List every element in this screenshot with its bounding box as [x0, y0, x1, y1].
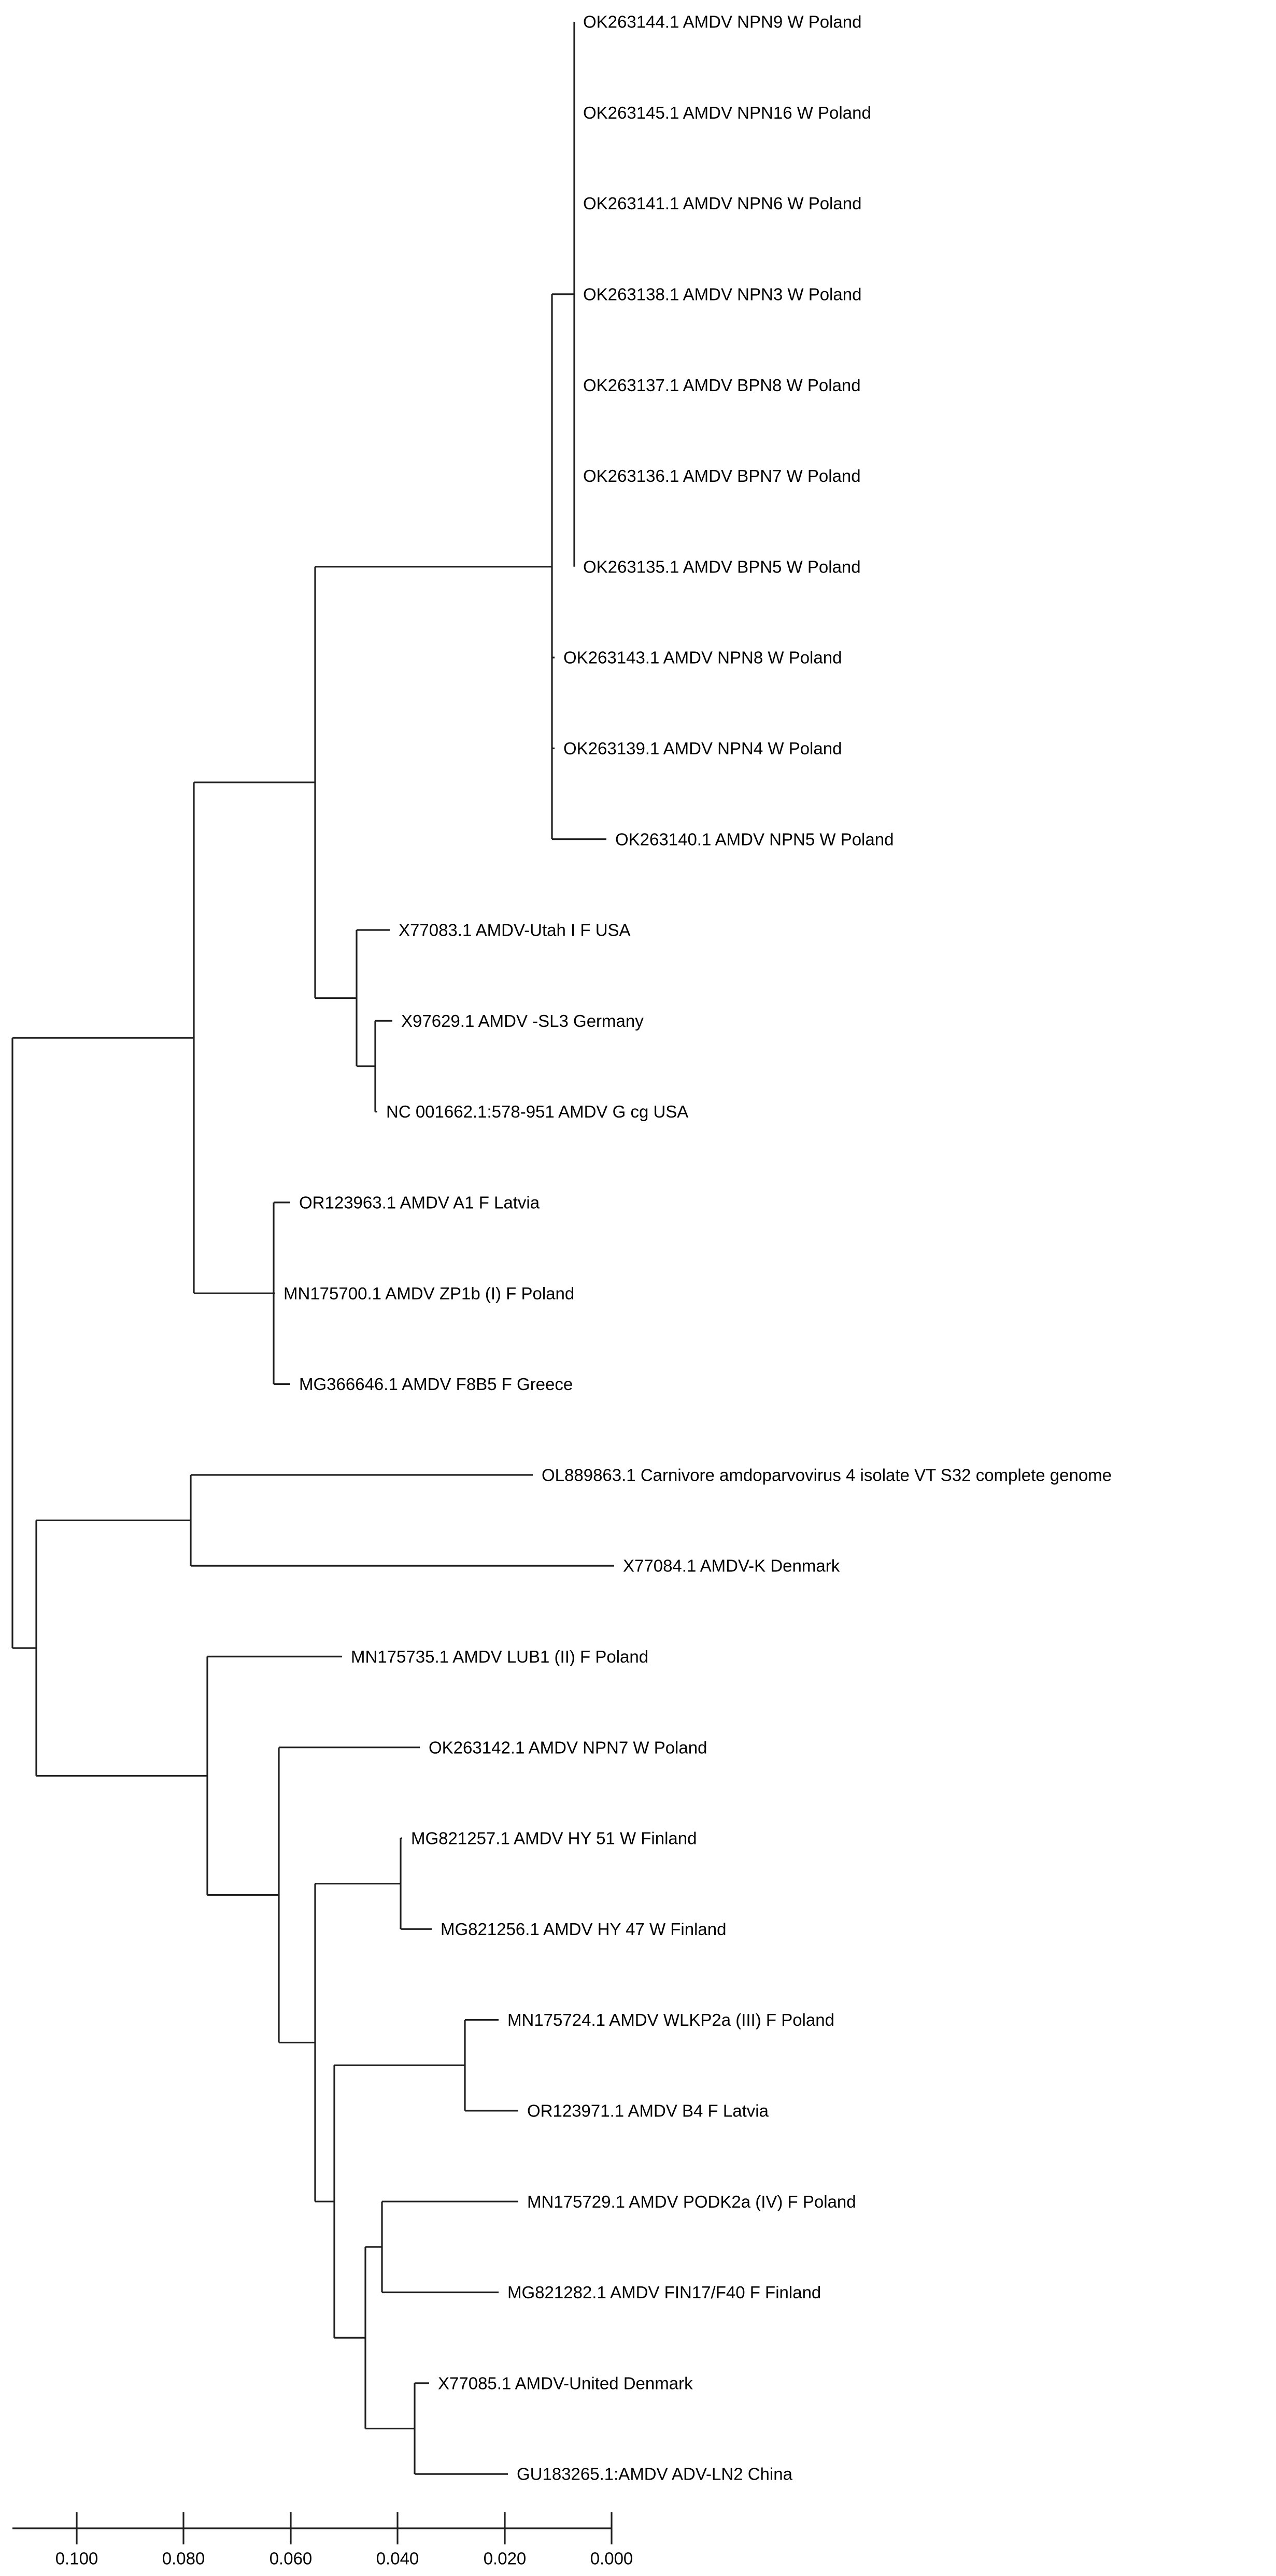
taxon-label: OR123971.1 AMDV B4 F Latvia — [527, 2101, 769, 2120]
taxon-label: OR123963.1 AMDV A1 F Latvia — [299, 1193, 540, 1212]
taxon-label: X77083.1 AMDV-Utah I F USA — [399, 921, 631, 940]
taxon-label: MN175700.1 AMDV ZP1b (I) F Poland — [283, 1284, 574, 1303]
taxon-label: OL889863.1 Carnivore amdoparvovirus 4 is… — [542, 1465, 1112, 1484]
scale-tick-label: 0.040 — [376, 2549, 419, 2568]
scale-tick-label: 0.020 — [484, 2549, 527, 2568]
taxon-label: OK263137.1 AMDV BPN8 W Poland — [583, 376, 861, 395]
taxon-label: X97629.1 AMDV -SL3 Germany — [401, 1011, 644, 1031]
taxon-label: OK263145.1 AMDV NPN16 W Poland — [583, 103, 871, 122]
taxon-label: MN175729.1 AMDV PODK2a (IV) F Poland — [527, 2192, 856, 2211]
taxon-label: OK263139.1 AMDV NPN4 W Poland — [563, 739, 842, 758]
scale-tick-label: 0.060 — [270, 2549, 313, 2568]
taxon-label: OK263141.1 AMDV NPN6 W Poland — [583, 194, 861, 213]
taxon-label: OK263142.1 AMDV NPN7 W Poland — [429, 1738, 707, 1757]
taxon-label: OK263144.1 AMDV NPN9 W Poland — [583, 12, 861, 32]
scale-tick-label: 0.000 — [590, 2549, 633, 2568]
taxon-label: MG366646.1 AMDV F8B5 F Greece — [299, 1375, 573, 1394]
taxon-label: MG821256.1 AMDV HY 47 W Finland — [441, 1920, 727, 1939]
scale-tick-label: 0.080 — [162, 2549, 205, 2568]
taxon-label: OK263135.1 AMDV BPN5 W Poland — [583, 557, 861, 576]
taxon-label: MG821282.1 AMDV FIN17/F40 F Finland — [507, 2283, 821, 2302]
taxon-label: NC 001662.1:578-951 AMDV G cg USA — [386, 1102, 688, 1121]
taxon-label: OK263143.1 AMDV NPN8 W Poland — [563, 648, 842, 667]
scale-tick-label: 0.100 — [55, 2549, 98, 2568]
taxon-label: OK263140.1 AMDV NPN5 W Poland — [615, 829, 894, 849]
taxon-label: OK263136.1 AMDV BPN7 W Poland — [583, 466, 861, 485]
taxon-label: MG821257.1 AMDV HY 51 W Finland — [411, 1829, 697, 1848]
taxon-label: X77085.1 AMDV-United Denmark — [438, 2373, 693, 2393]
taxon-label: GU183265.1:AMDV ADV-LN2 China — [517, 2465, 793, 2484]
taxon-label: MN175735.1 AMDV LUB1 (II) F Poland — [351, 1647, 648, 1666]
taxon-label: X77084.1 AMDV-K Denmark — [623, 1556, 840, 1576]
taxon-label: MN175724.1 AMDV WLKP2a (III) F Poland — [507, 2010, 834, 2029]
taxon-label: OK263138.1 AMDV NPN3 W Poland — [583, 284, 861, 304]
